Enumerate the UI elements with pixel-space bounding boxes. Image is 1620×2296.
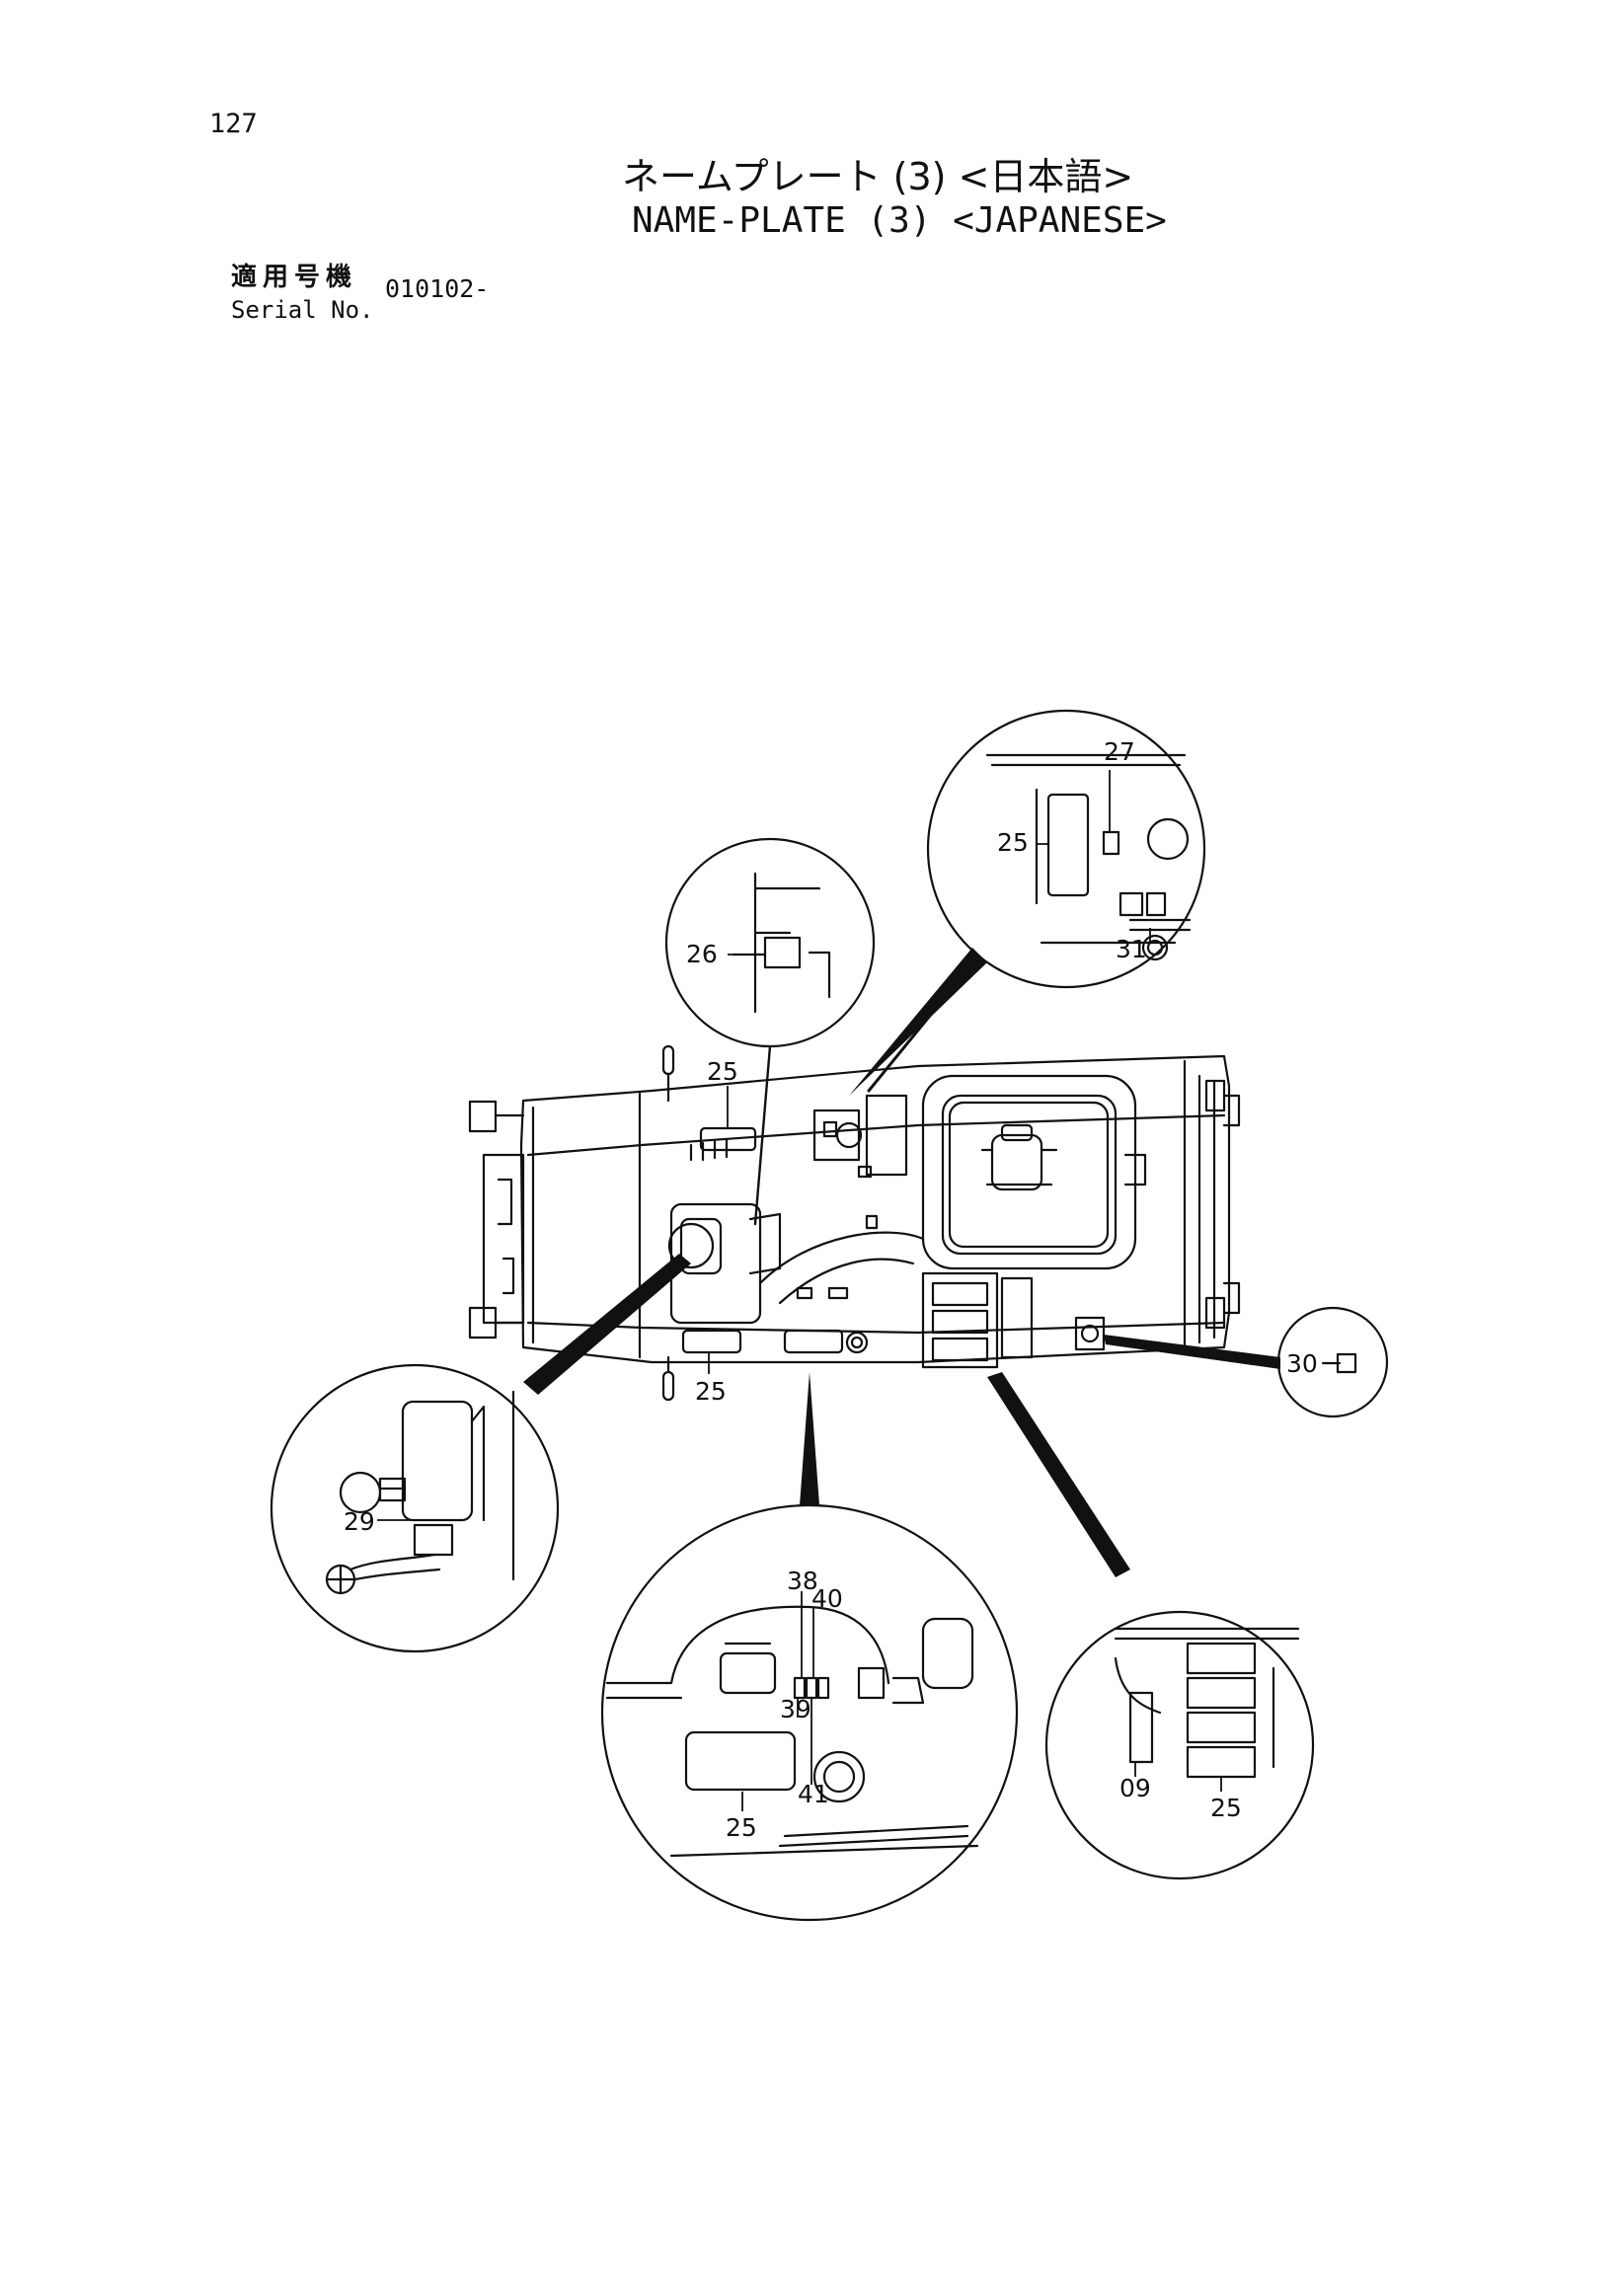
- callout-40: 40: [811, 1584, 843, 1613]
- callout-30: 30: [1286, 1349, 1318, 1378]
- serial-label-japanese: 適用号機: [231, 263, 358, 292]
- detail-circle-27-31: [867, 709, 1206, 1093]
- callout-29: 29: [344, 1507, 375, 1536]
- nameplate-25-bottom-mid: [783, 1329, 844, 1354]
- callout-39: 39: [780, 1695, 811, 1723]
- page-title-japanese: ネームプレート (3) <日本語>: [622, 155, 1134, 198]
- nameplate-25-detail: [684, 1730, 797, 1792]
- callout-25-top: 25: [707, 1057, 738, 1086]
- detail-circle-09-25: [1044, 1610, 1315, 1880]
- serial-label-english: Serial No.: [231, 296, 374, 324]
- callout-27: 27: [1104, 737, 1135, 766]
- serial-number-value: 010102-: [385, 274, 490, 303]
- nameplate-25-bottom-left: [681, 1329, 742, 1354]
- detail-circle-26: [664, 837, 876, 1226]
- callout-41: 41: [798, 1780, 829, 1808]
- callout-25-detail: 25: [997, 828, 1029, 857]
- callout-31: 31: [1116, 935, 1147, 963]
- callout-25-bottom-detail: 25: [726, 1813, 757, 1842]
- page-number: 127: [209, 109, 258, 139]
- callout-26: 26: [686, 940, 718, 968]
- callout-09: 09: [1119, 1774, 1151, 1802]
- callout-25-right-detail: 25: [1210, 1794, 1242, 1822]
- callout-25-bottom: 25: [695, 1377, 727, 1406]
- page-title-english: NAME-PLATE (3) <JAPANESE>: [632, 200, 1167, 241]
- callout-38: 38: [787, 1567, 818, 1595]
- detail-circle-29: [270, 1363, 560, 1653]
